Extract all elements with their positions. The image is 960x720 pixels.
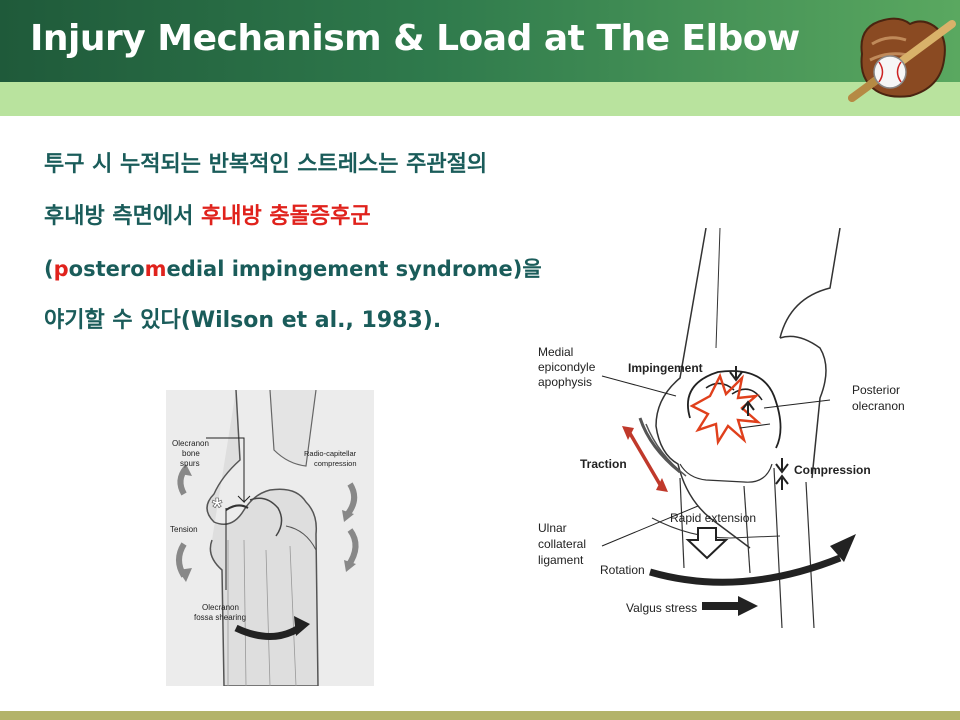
elbow-xray-illustration: * Olecranon bone spurs Radio-capitellar … — [166, 390, 374, 686]
fig2-label-medial-2: epicondyle — [538, 360, 596, 374]
fig2-label-ulnar-2: collateral — [538, 537, 586, 551]
para-line-2-prefix: 후내방 측면에서 — [44, 204, 201, 229]
slide-title: Injury Mechanism & Load at The Elbow — [30, 18, 800, 59]
fig1-label-tension: Tension — [170, 525, 198, 534]
fig2-label-rapid: Rapid extension — [670, 511, 756, 525]
elbow-mechanism-diagram: Medial epicondyle apophysis Impingement … — [538, 228, 905, 628]
fig2-label-posterior-1: Posterior — [852, 383, 900, 397]
para-line-3-open: ( — [44, 257, 54, 281]
fig2-label-valgus: Valgus stress — [626, 601, 697, 615]
fig2-label-ulnar-3: ligament — [538, 553, 584, 567]
fig2-label-medial-1: Medial — [538, 345, 573, 359]
bottom-accent-bar — [0, 711, 960, 720]
para-highlight-p: p — [53, 257, 69, 281]
fig1-label-radio-1: Radio-capitellar — [304, 449, 357, 458]
body-paragraph: 투구 시 누적되는 반복적인 스트레스는 주관절의 후내방 측면에서 후내방 충… — [44, 148, 542, 356]
fig2-label-compression: Compression — [794, 463, 871, 477]
fig1-asterisk: * — [212, 492, 223, 522]
fig1-label-radio-2: compression — [314, 459, 357, 468]
fig2-label-traction: Traction — [580, 457, 627, 471]
fig2-label-medial-3: apophysis — [538, 375, 592, 389]
fig2-label-impingement: Impingement — [628, 361, 703, 375]
fig2-label-posterior-2: olecranon — [852, 399, 905, 413]
para-line-3-ostero: ostero — [68, 257, 145, 281]
fig1-label-spurs-1: Olecranon — [172, 439, 209, 448]
fig1-label-spurs-3: spurs — [180, 459, 200, 468]
para-highlight-m: m — [144, 257, 167, 281]
para-line-1: 투구 시 누적되는 반복적인 스트레스는 주관절의 — [44, 152, 488, 177]
para-line-4: 야기할 수 있다(Wilson et al., 1983). — [44, 308, 442, 333]
para-line-3-rest: edial impingement syndrome)을 — [166, 257, 542, 281]
fig1-label-fossa-2: fossa shearing — [194, 613, 246, 622]
header-accent-band — [0, 82, 960, 116]
fig2-label-rotation: Rotation — [600, 563, 645, 577]
slide-header: Injury Mechanism & Load at The Elbow — [0, 0, 960, 82]
para-line-3: (posteromedial impingement syndrome)을 — [44, 252, 542, 304]
para-highlight-korean: 후내방 충돌증후군 — [201, 204, 371, 229]
fig2-label-ulnar-1: Ulnar — [538, 521, 567, 535]
baseball-glove-icon — [848, 17, 956, 102]
fig1-label-fossa-1: Olecranon — [202, 603, 239, 612]
fig1-label-spurs-2: bone — [182, 449, 200, 458]
para-line-2: 후내방 측면에서 후내방 충돌증후군 — [44, 200, 542, 252]
